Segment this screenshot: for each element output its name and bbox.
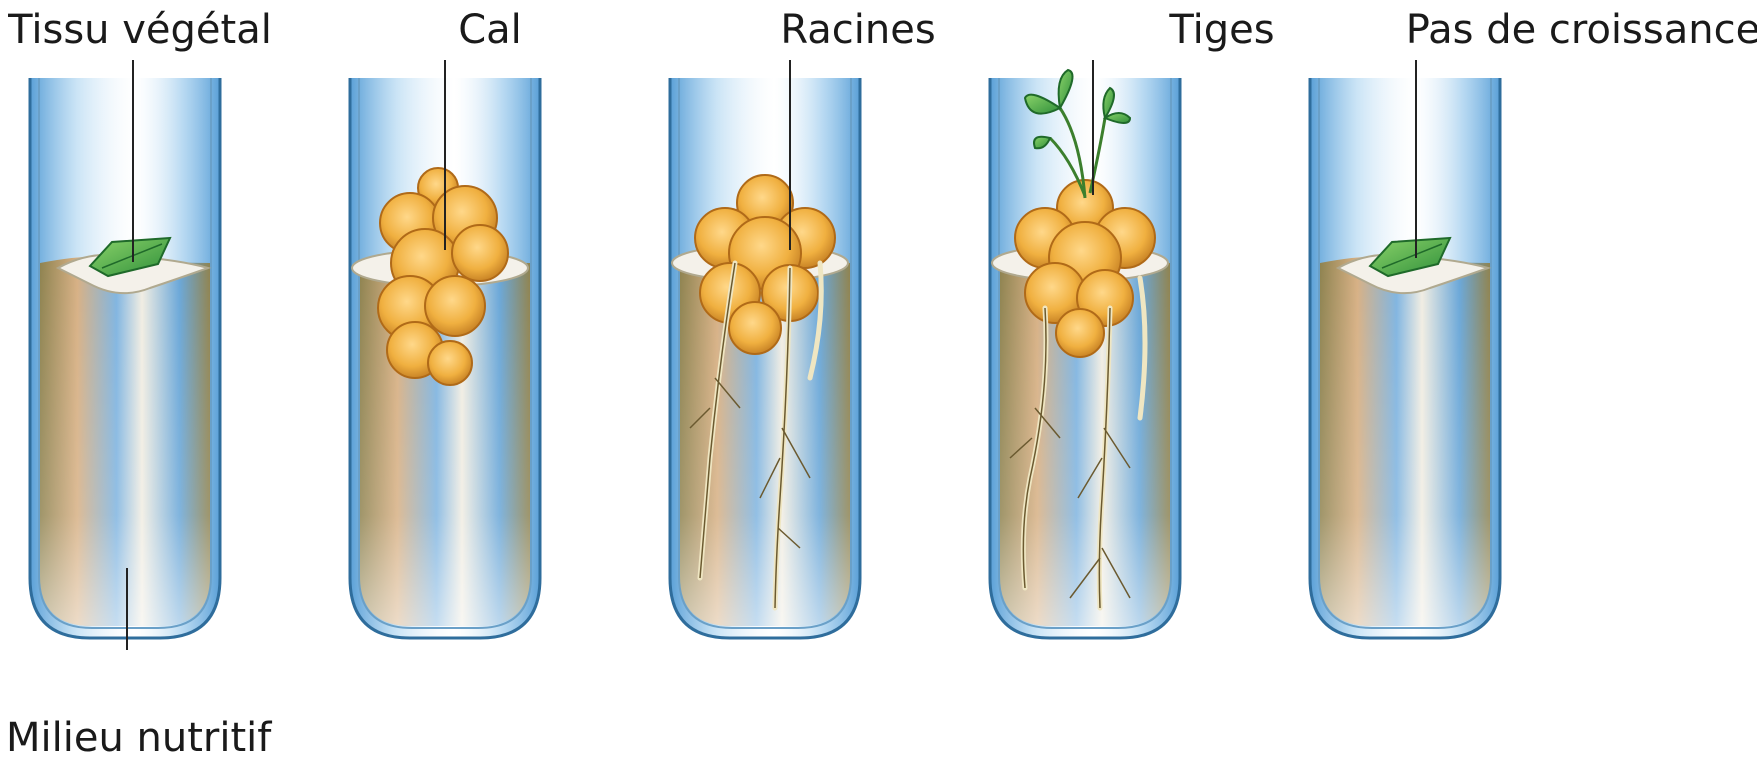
label-cal: Cal xyxy=(458,6,522,54)
label-milieu-nutritif: Milieu nutritif xyxy=(6,714,271,762)
label-tissu-vegetal: Tissu végétal xyxy=(8,6,272,54)
tube-pas-de-croissance xyxy=(1310,78,1500,638)
label-racines: Racines xyxy=(780,6,935,54)
label-pas-de-croissance: Pas de croissance xyxy=(1406,6,1757,54)
tube-racines xyxy=(670,78,860,638)
label-tiges: Tiges xyxy=(1169,6,1274,54)
tube-tissu-vegetal xyxy=(30,78,220,638)
tube-tiges xyxy=(990,70,1180,638)
